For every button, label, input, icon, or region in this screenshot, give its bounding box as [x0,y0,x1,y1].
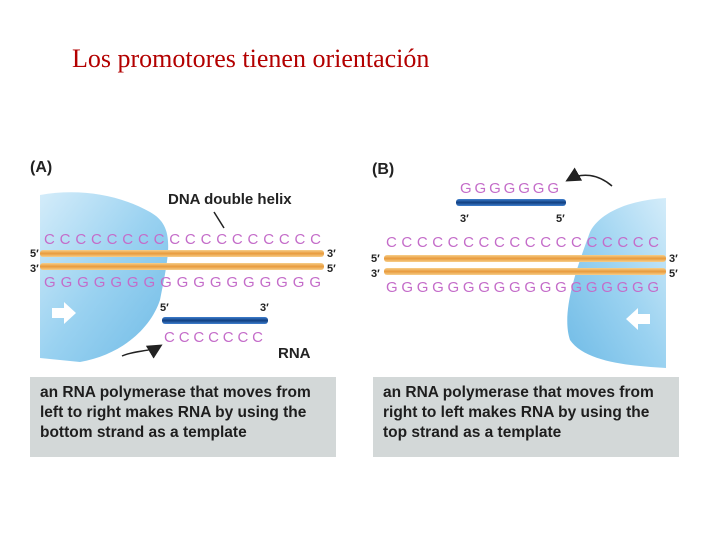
page-title: Los promotores tienen orientación [72,44,430,73]
panel-a-left-3-label: 3′ [30,263,39,275]
panel-a-bottom-strand [40,263,324,270]
panel-a-top-strand [40,250,324,257]
panel-b-left-3-label: 3′ [371,268,380,280]
panel-b-bottom-strand [384,268,666,275]
panel-a-right-5-label: 5′ [327,263,336,275]
panel-a-right-3-label: 3′ [327,248,336,260]
panel-b-right-3-label: 3′ [669,253,678,265]
arrow-right-icon [52,302,76,324]
panel-a-rna-strand [162,317,268,324]
panel-b-caption: an RNA polymerase that moves from right … [373,377,679,457]
panel-b-letter: (B) [372,161,394,178]
arrow-left-icon [626,308,650,330]
panel-a-rna-3-label: 3′ [260,302,269,314]
panel-a-bottom-strand-bases: GGGGGGGGGGGGGGGGG [44,274,324,291]
panel-a-rna-5-label: 5′ [160,302,169,314]
panel-a: (A) DNA double helix CCCCCCCCCCCCCCCCCC … [30,159,336,362]
panel-a-left-5-label: 5′ [30,248,39,260]
panel-b-rna-3-label: 3′ [460,213,469,225]
panel-b: (B) GGGGGGG 3′ 5′ CCCCCCCCCCCCCCCCCC GGG… [371,161,678,368]
panel-b-rna-strand [456,199,566,206]
panel-a-top-strand-bases: CCCCCCCCCCCCCCCCCC [44,231,324,248]
helix-label: DNA double helix [168,191,292,208]
helix-pointer [213,211,225,229]
panel-b-top-strand-bases: CCCCCCCCCCCCCCCCCC [386,234,662,251]
rna-polymerase-a [40,192,169,362]
panel-a-caption: an RNA polymerase that moves from left t… [30,377,336,457]
panel-a-curved-arrow [121,344,163,359]
panel-a-letter: (A) [30,159,52,176]
panel-a-rna-bases: CCCCCCC [164,329,266,346]
panel-b-bottom-strand-bases: GGGGGGGGGGGGGGGGGG [386,279,662,296]
panel-b-left-5-label: 5′ [371,253,380,265]
panel-b-rna-bases: GGGGGGG [460,180,562,197]
panel-b-right-5-label: 5′ [669,268,678,280]
panel-b-curved-arrow [565,167,613,187]
rna-polymerase-b [567,198,666,368]
panel-b-top-strand [384,255,666,262]
panel-b-rna-5-label: 5′ [556,213,565,225]
rna-label: RNA [278,345,311,362]
